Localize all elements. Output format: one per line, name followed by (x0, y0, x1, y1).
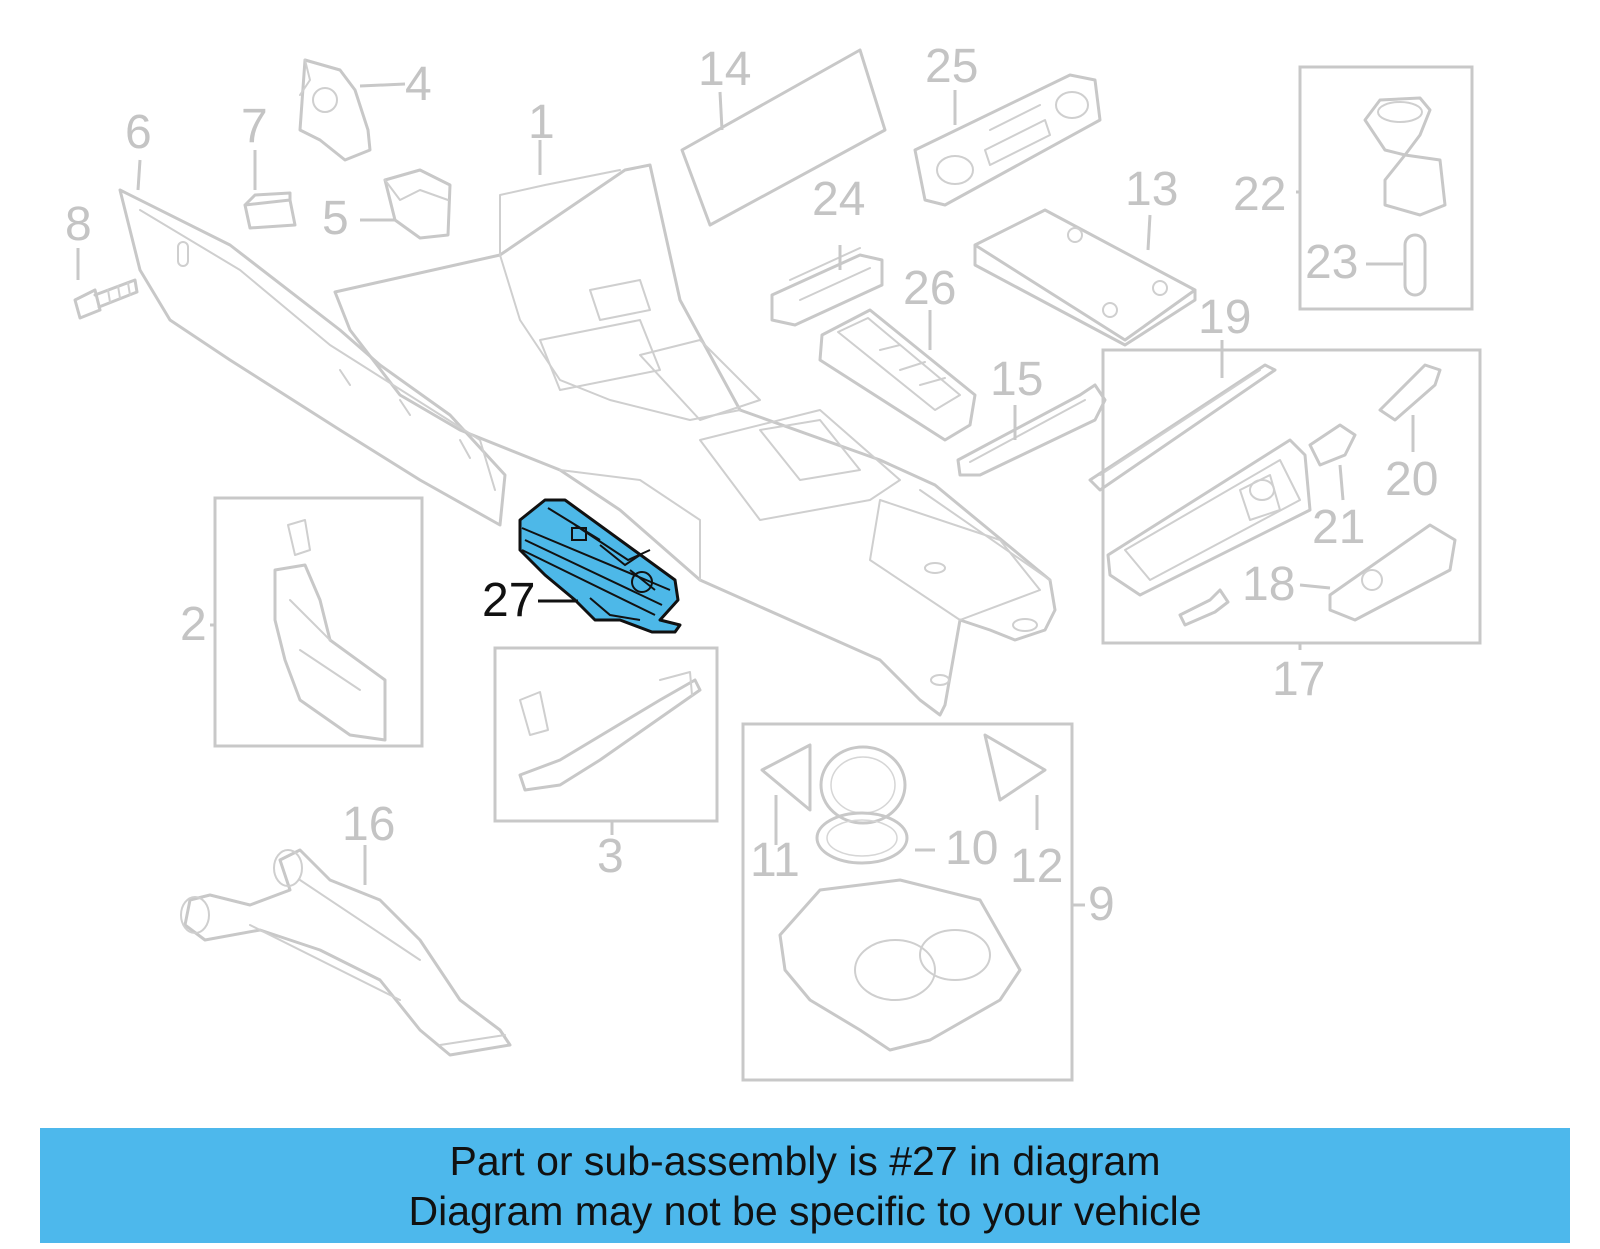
info-banner: Part or sub-assembly is #27 in diagram D… (40, 1128, 1570, 1243)
callout-21: 21 (1312, 501, 1365, 554)
part-16-duct (180, 848, 512, 1057)
part-6-side-trim-panel (118, 188, 507, 527)
callout-17: 17 (1272, 653, 1325, 706)
callout-6: 6 (125, 106, 152, 159)
leader-lines (76, 82, 1415, 907)
part-4-bracket (298, 58, 372, 162)
box-3 (493, 646, 719, 823)
part-26-switch-panel (818, 308, 977, 442)
callout-16: 16 (342, 798, 395, 851)
part-14-panel (680, 48, 887, 227)
box-22-23 (1298, 65, 1474, 311)
banner-line-2: Diagram may not be specific to your vehi… (408, 1187, 1202, 1234)
callout-26: 26 (903, 262, 956, 315)
callout-22: 22 (1233, 168, 1286, 221)
part-8-screw (73, 278, 139, 320)
part-24-switch (770, 247, 884, 327)
part-19-trim-strip (1088, 363, 1277, 492)
part-13-pad (973, 208, 1197, 347)
banner-line-1: Part or sub-assembly is #27 in diagram (449, 1137, 1161, 1184)
callout-13: 13 (1125, 163, 1178, 216)
box-2 (213, 496, 424, 748)
callout-1: 1 (528, 96, 555, 149)
callout-20: 20 (1385, 453, 1438, 506)
callout-4: 4 (405, 58, 432, 111)
callout-3: 3 (597, 830, 624, 883)
callout-labels: 1 2 3 4 5 6 7 8 9 10 11 12 13 14 15 16 1… (65, 40, 1438, 931)
callout-8: 8 (65, 198, 92, 251)
part-7-clip (243, 191, 297, 230)
callout-9: 9 (1088, 878, 1115, 931)
callout-18: 18 (1242, 558, 1295, 611)
part-25-climate-control (913, 73, 1102, 207)
part-1-center-console (333, 163, 1057, 717)
callout-19: 19 (1198, 291, 1251, 344)
callout-15: 15 (990, 353, 1043, 406)
part-5-bracket (383, 168, 452, 240)
callout-27[interactable]: 27 (482, 574, 535, 627)
part-27-highlighted-switch[interactable] (518, 498, 682, 634)
callout-14: 14 (698, 43, 751, 96)
callout-10: 10 (945, 822, 998, 875)
callout-12: 12 (1010, 840, 1063, 893)
callout-5: 5 (322, 192, 349, 245)
callout-25: 25 (925, 40, 978, 93)
callout-7: 7 (241, 100, 268, 153)
callout-2: 2 (180, 598, 207, 651)
part-15-trim-strip (956, 383, 1107, 477)
box-17 (1101, 348, 1482, 645)
box-9 (741, 722, 1074, 1082)
callout-24: 24 (812, 173, 865, 226)
callout-23: 23 (1305, 236, 1358, 289)
callout-11: 11 (750, 834, 800, 887)
